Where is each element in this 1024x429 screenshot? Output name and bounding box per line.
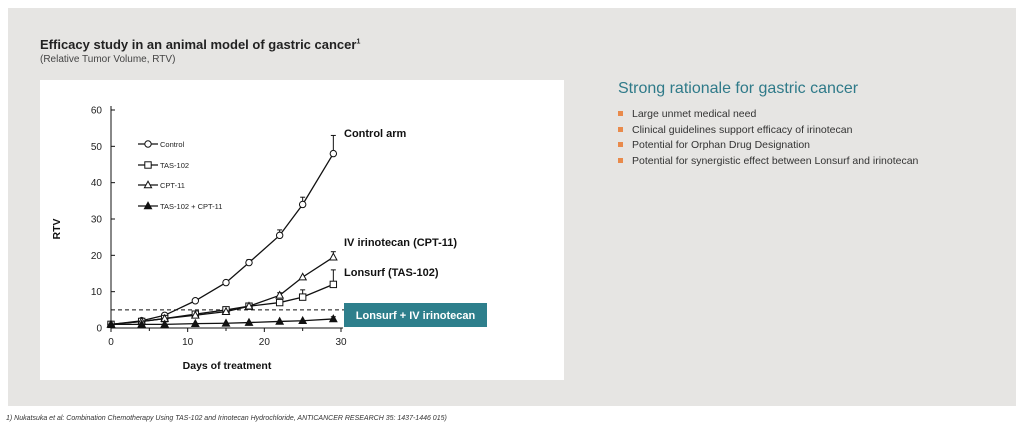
y-tick-label: 60 xyxy=(91,106,103,117)
rationale-item: Potential for Orphan Drug Designation xyxy=(618,139,918,155)
page-subtitle: (Relative Tumor Volume, RTV) xyxy=(40,54,176,65)
x-tick-label: 30 xyxy=(335,337,347,348)
bullet-icon xyxy=(618,111,623,116)
data-point xyxy=(106,319,116,328)
legend-label: TAS-102 xyxy=(160,161,189,170)
y-tick-label: 50 xyxy=(91,142,103,153)
legend-marker xyxy=(144,140,152,148)
footnote-ref: 1 xyxy=(356,38,361,46)
y-tick-label: 30 xyxy=(91,215,103,226)
data-point xyxy=(329,280,338,289)
legend-label: CPT-11 xyxy=(160,181,185,190)
footnote: 1) Nukatsuka et al: Combination Chemothe… xyxy=(6,415,447,422)
x-tick-label: 0 xyxy=(108,337,114,348)
legend-marker xyxy=(143,180,153,189)
rationale-item-text: Potential for Orphan Drug Designation xyxy=(632,139,811,151)
bullet-icon xyxy=(618,126,623,132)
series-label: Lonsurf (TAS-102) xyxy=(344,267,439,279)
data-point xyxy=(275,231,284,240)
series-tas-102-cpt-11 xyxy=(106,314,338,328)
legend-label: Control xyxy=(160,140,185,149)
data-point xyxy=(298,272,308,281)
legend-marker xyxy=(144,161,152,169)
highlight-label-box xyxy=(344,303,487,327)
data-point xyxy=(245,258,253,267)
legend-marker xyxy=(143,201,153,210)
x-axis-title: Days of treatment xyxy=(183,360,272,372)
series-label: Control arm xyxy=(344,128,407,140)
y-tick-label: 40 xyxy=(91,178,103,189)
data-point xyxy=(221,306,231,315)
data-point xyxy=(298,200,307,209)
y-tick-label: 20 xyxy=(91,251,103,262)
x-tick-label: 10 xyxy=(182,337,194,348)
data-point xyxy=(160,319,170,328)
data-point xyxy=(244,301,254,310)
data-point xyxy=(222,278,230,287)
rationale-item: Potential for synergistic effect between… xyxy=(618,155,918,171)
rationale-item-text: Clinical guidelines support efficacy of … xyxy=(632,123,853,136)
data-point xyxy=(190,318,200,327)
x-tick-label: 20 xyxy=(259,337,271,348)
data-point xyxy=(190,310,200,319)
data-point xyxy=(275,290,285,299)
data-point xyxy=(329,149,338,158)
data-point xyxy=(328,252,338,261)
series-label: Lonsurf + IV irinotecan xyxy=(356,310,476,322)
rationale-item: Clinical guidelines support efficacy of … xyxy=(618,124,918,140)
data-point xyxy=(328,314,338,323)
rationale-item-text: Potential for synergistic effect between… xyxy=(632,154,919,167)
data-point xyxy=(137,319,147,328)
data-point xyxy=(221,318,231,327)
page-title: Efficacy study in an animal model of gas… xyxy=(40,37,361,52)
data-point xyxy=(275,316,285,325)
data-point xyxy=(244,317,254,326)
data-point xyxy=(298,293,307,301)
data-point xyxy=(298,315,308,325)
legend-label: TAS-102 + CPT-11 xyxy=(160,202,222,211)
data-point xyxy=(275,298,284,307)
data-point xyxy=(191,297,200,305)
y-tick-label: 0 xyxy=(96,324,102,335)
series-label: IV irinotecan (CPT-11) xyxy=(344,237,457,249)
y-tick-label: 10 xyxy=(91,287,103,298)
bullet-icon xyxy=(618,157,623,163)
bullet-icon xyxy=(618,142,623,147)
rationale-item-text: Large unmet medical need xyxy=(632,108,757,120)
rationale-item: Large unmet medical need xyxy=(618,108,918,124)
rationale-title: Strong rationale for gastric cancer xyxy=(618,80,859,97)
y-axis-title: RTV xyxy=(51,219,63,240)
